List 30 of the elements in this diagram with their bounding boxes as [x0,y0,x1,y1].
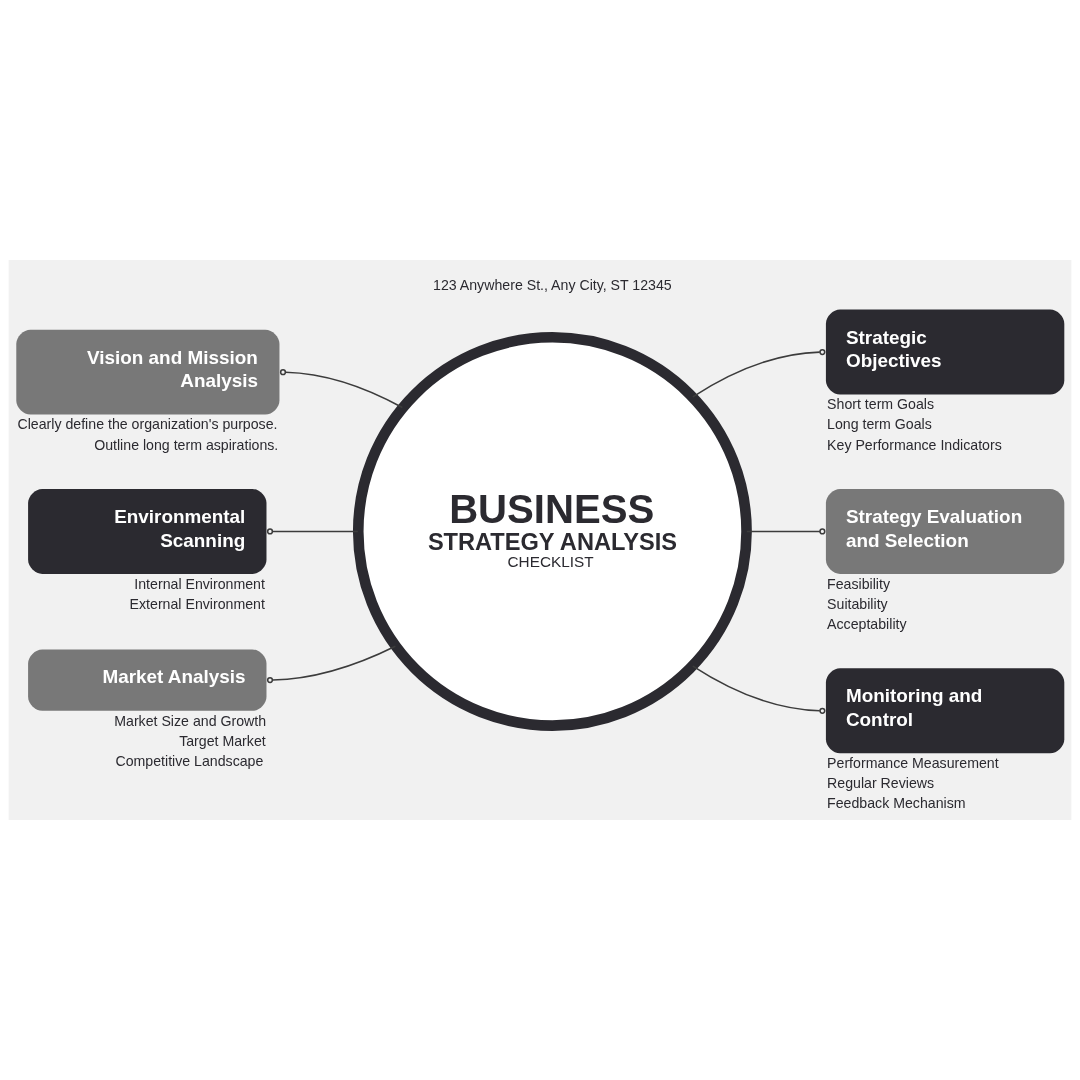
node-label: Internal Environment [134,575,265,592]
node-label: Suitability [827,595,888,612]
node-box: Market Analysis [28,649,267,711]
node-label: Long term Goals [827,416,932,433]
node-label: Short term Goals [827,396,935,413]
node-label: Clearly define the organization's purpose. [17,416,278,433]
node-box: Strategy Evaluation and Selection [825,488,1065,574]
node-label: Competitive Landscape [115,752,264,769]
node-label: External Environment [129,595,265,612]
node-label: Regular Reviews [827,775,935,792]
connector [266,528,359,535]
node-box: Environmental Scanning [28,488,267,574]
node-box: Vision and Mission Analysis [16,329,280,415]
connector [692,665,826,714]
node-label: Market Size and Growth [114,712,267,729]
connector [266,645,397,684]
node-label: Acceptability [827,615,907,632]
node-label: Key Performance Indicators [827,436,1002,453]
node-label: Feasibility [827,575,891,592]
node-circle: BUSINESS STRATEGY ANALYSIS CHECKLIST [352,332,752,731]
node-box: Monitoring and Control [825,668,1065,754]
node-label: Feedback Mechanism [827,795,966,812]
connector [279,369,404,409]
connector [692,348,826,398]
connector [746,528,826,535]
node-label: Performance Measurement [827,755,999,772]
node-label: Target Market [179,732,266,749]
node-box: Strategic Objectives [825,309,1065,395]
label: 123 Anywhere St., Any City, ST 12345 [433,276,672,293]
node-label: Outline long term aspirations. [94,436,279,453]
